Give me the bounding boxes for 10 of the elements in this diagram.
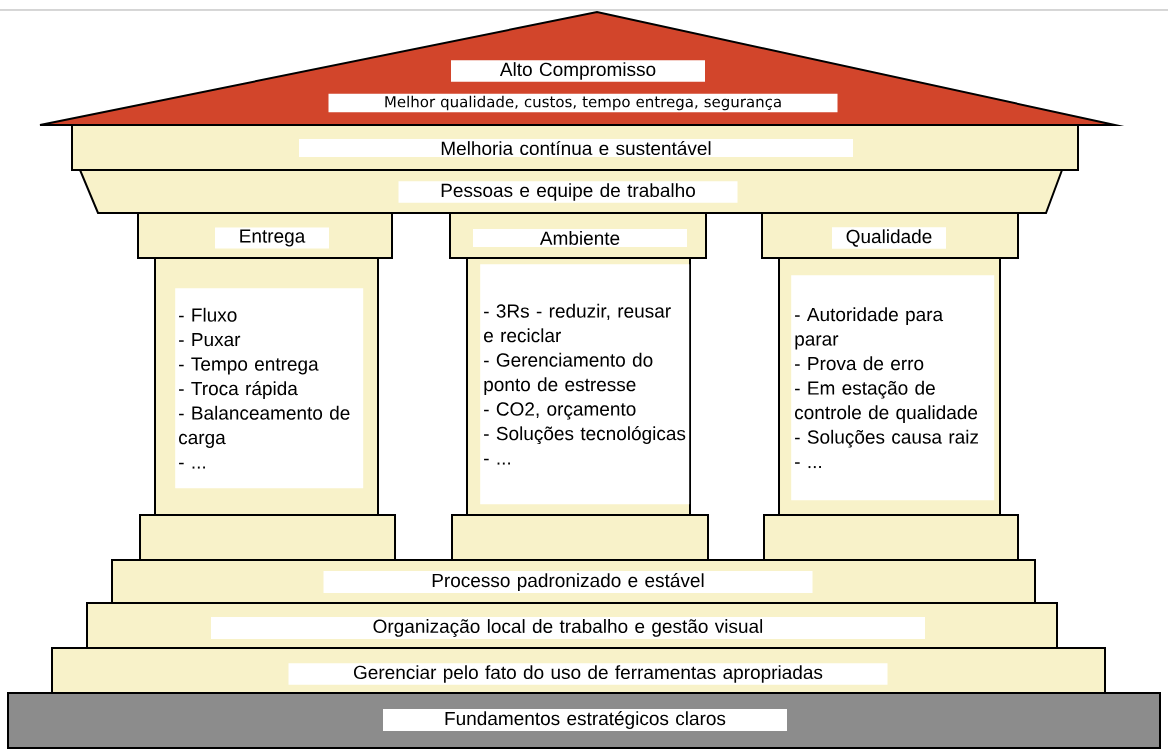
foundation: Fundamentos estratégicos claros bbox=[7, 692, 1161, 749]
pillar-capital: Entrega bbox=[137, 212, 393, 259]
step: Gerenciar pelo fato do uso de ferramentas apropriadas bbox=[51, 647, 1106, 694]
pillar-capital: Qualidade bbox=[761, 212, 1019, 259]
pillar-base bbox=[451, 514, 709, 561]
pillar-capital: Ambiente bbox=[449, 212, 707, 259]
band: Melhoria contínua e sustentável bbox=[71, 124, 1079, 171]
pillar-base bbox=[139, 514, 396, 561]
step: Organização local de trabalho e gestão visual bbox=[86, 602, 1058, 649]
pillar-base bbox=[763, 514, 1019, 561]
